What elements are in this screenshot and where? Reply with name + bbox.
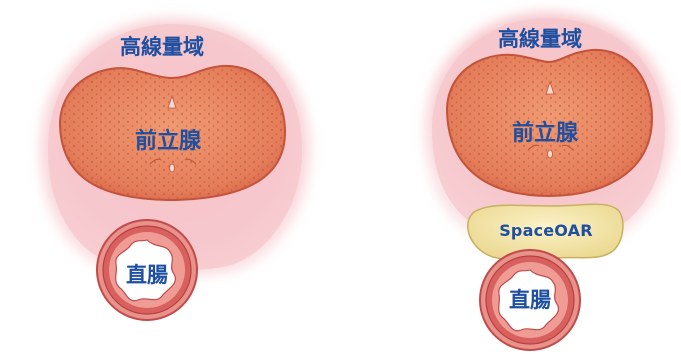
panel-without-spacer: 高線量域 前立腺 直腸 [40,18,310,320]
spacer-label: SpaceOAR [499,221,593,240]
prostate-label-left: 前立腺 [135,128,202,154]
rectum-label-left: 直腸 [126,263,168,287]
rectum-label-right: 直腸 [509,288,551,312]
panel-with-spacer: SpaceOAR 高線量域 前立腺 直腸 [425,12,672,350]
high-dose-zone-label-left: 高線量域 [120,35,204,59]
high-dose-zone-label-right: 高線量域 [498,27,582,51]
prostate-label-right: 前立腺 [512,120,579,146]
